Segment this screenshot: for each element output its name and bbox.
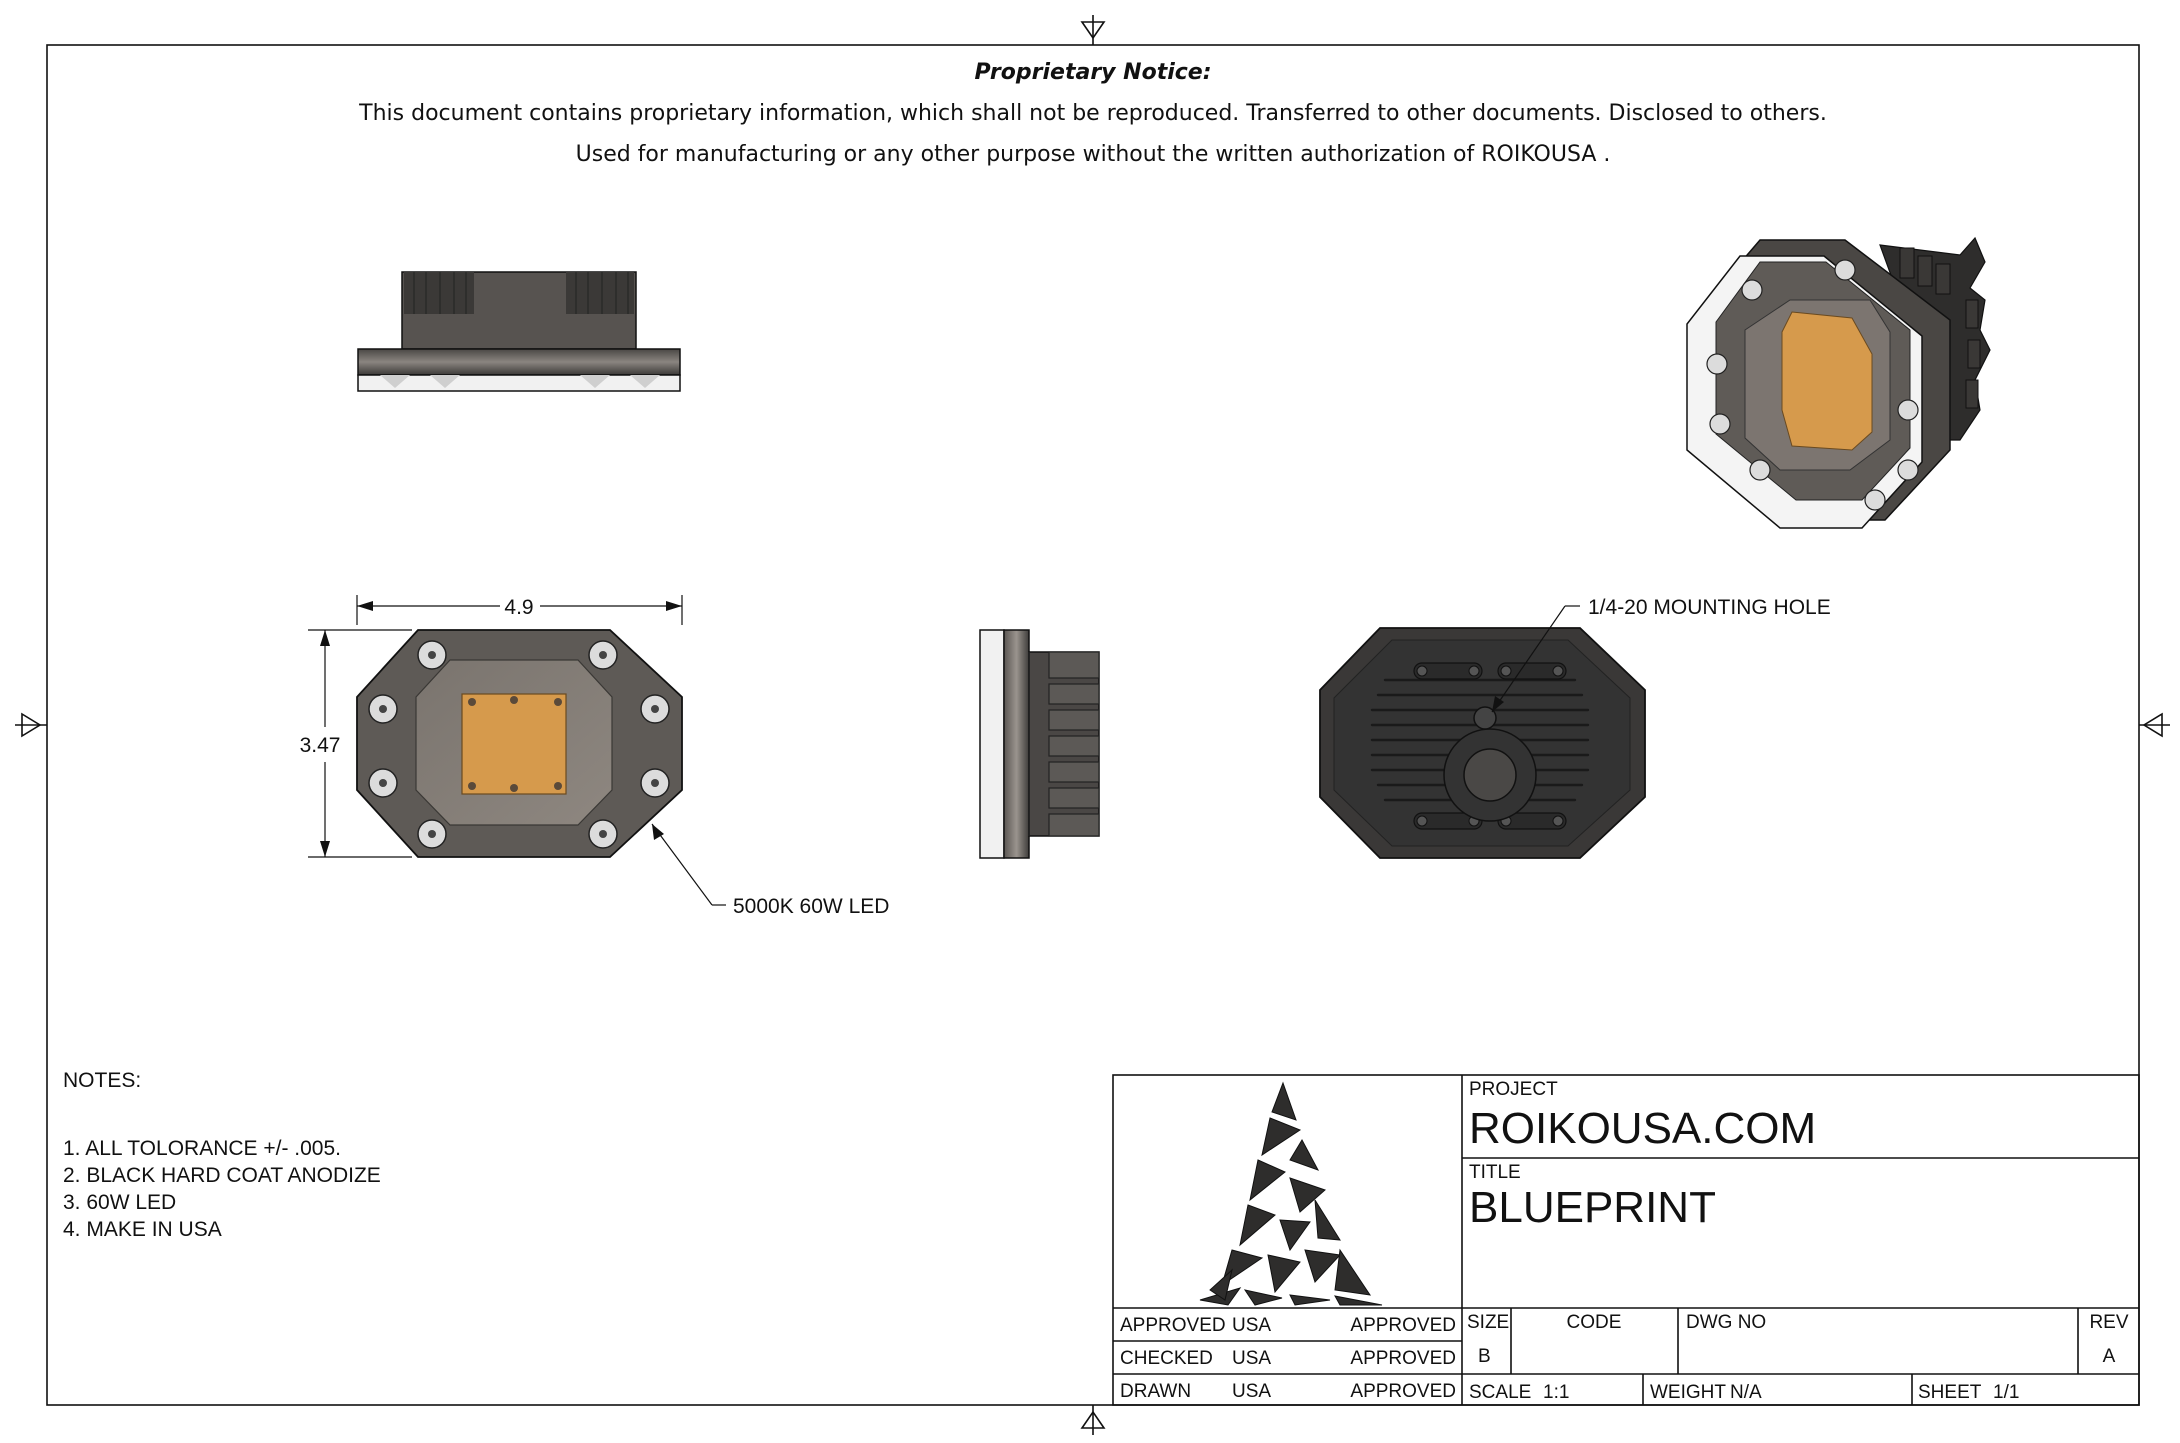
note-item-1: 1. ALL TOLORANCE +/- .005.	[63, 1137, 341, 1160]
weight-value: N/A	[1730, 1382, 1762, 1403]
height-dimension: 3.47	[300, 629, 412, 858]
size-label: SIZE	[1467, 1312, 1509, 1333]
mounting-hole	[1473, 706, 1497, 730]
company-logo	[1199, 1081, 1383, 1306]
approval-row-3-status: APPROVED	[1350, 1381, 1456, 1402]
center-mark-top	[1080, 15, 1106, 45]
front-view	[356, 629, 683, 858]
mounting-hole-callout: 1/4-20 MOUNTING HOLE	[1491, 596, 1831, 713]
title-label: TITLE	[1469, 1162, 1521, 1183]
notes-block: NOTES: 1. ALL TOLORANCE +/- .005. 2. BLA…	[63, 1069, 381, 1241]
approval-row-2-by: USA	[1232, 1348, 1271, 1369]
approval-row-1-label: APPROVED	[1120, 1315, 1226, 1336]
approval-row-2-label: CHECKED	[1120, 1348, 1213, 1369]
notice-line-1: This document contains proprietary infor…	[358, 101, 1827, 126]
led-callout-label: 5000K 60W LED	[733, 895, 889, 918]
approval-row-1-status: APPROVED	[1350, 1315, 1456, 1336]
title-value: BLUEPRINT	[1469, 1183, 1716, 1232]
rev-value: A	[2103, 1346, 2116, 1367]
approval-row-1-by: USA	[1232, 1315, 1271, 1336]
notice-line-2: Used for manufacturing or any other purp…	[576, 142, 1611, 167]
sheet-value: 1/1	[1993, 1382, 2019, 1403]
led-callout: 5000K 60W LED	[651, 823, 889, 918]
size-value: B	[1478, 1346, 1491, 1367]
side-view	[979, 629, 1100, 859]
center-mark-bottom	[1080, 1405, 1106, 1435]
weight-label: WEIGHT	[1650, 1382, 1726, 1403]
width-dimension: 4.9	[356, 595, 683, 625]
mounting-hole-label: 1/4-20 MOUNTING HOLE	[1588, 596, 1831, 619]
sheet-label: SHEET	[1918, 1382, 1982, 1403]
approval-row-2-status: APPROVED	[1350, 1348, 1456, 1369]
back-view	[1319, 627, 1646, 859]
code-label: CODE	[1567, 1312, 1622, 1333]
note-item-4: 4. MAKE IN USA	[63, 1218, 222, 1241]
center-mark-right	[2139, 712, 2170, 738]
height-dimension-value: 3.47	[300, 734, 341, 757]
notes-heading: NOTES:	[63, 1069, 141, 1092]
approval-row-3-label: DRAWN	[1120, 1381, 1191, 1402]
title-block: PROJECT ROIKOUSA.COM TITLE BLUEPRINT APP…	[1112, 1074, 2140, 1406]
scale-value: 1:1	[1543, 1382, 1569, 1403]
note-item-3: 3. 60W LED	[63, 1191, 176, 1214]
notice-title: Proprietary Notice:	[974, 60, 1211, 85]
note-item-2: 2. BLACK HARD COAT ANODIZE	[63, 1164, 381, 1187]
width-dimension-value: 4.9	[504, 596, 533, 619]
led-chip	[461, 693, 567, 795]
scale-label: SCALE	[1469, 1382, 1531, 1403]
top-elevation-view	[357, 271, 681, 392]
rev-label: REV	[2089, 1312, 2128, 1333]
approval-row-3-by: USA	[1232, 1381, 1271, 1402]
center-mark-left	[15, 712, 47, 738]
iso-led-chip	[1781, 311, 1873, 451]
dwg-no-label: DWG NO	[1686, 1312, 1766, 1333]
project-value: ROIKOUSA.COM	[1469, 1104, 1816, 1153]
isometric-view	[1686, 236, 1991, 529]
project-label: PROJECT	[1469, 1079, 1558, 1100]
